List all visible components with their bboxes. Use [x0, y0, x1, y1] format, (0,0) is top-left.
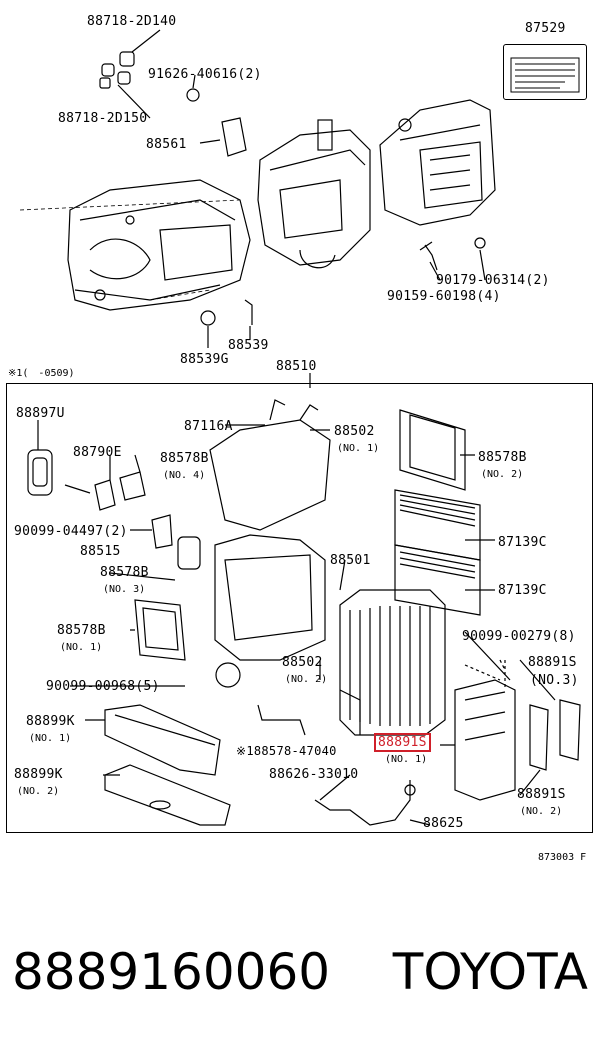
callout-88539G: 88539G [180, 352, 229, 367]
callout-88578B-no1: 88578B [57, 623, 106, 638]
clip-88718-drawing [99, 51, 135, 89]
callout-88891S-no3: 88891S [528, 655, 577, 670]
callout-88578B-no3-suffix: (NO. 3) [103, 584, 146, 595]
callout-88578B-no2: 88578B [478, 450, 527, 465]
duct-88899K-no1-drawing [104, 704, 221, 776]
callout-87139C-upper: 87139C [498, 535, 547, 550]
callout-88578B-no1-suffix: (NO. 1) [60, 642, 103, 653]
callout-88502-no1-suffix: (NO. 1) [337, 443, 380, 454]
part-number-text: 8889160060 [12, 943, 331, 1001]
callout-88578B-no3: 88578B [100, 565, 149, 580]
brand-text: TOYOTA [392, 943, 588, 1001]
filter-87139C-lower-drawing [394, 544, 481, 616]
bracket-88790E-drawing [64, 471, 146, 511]
callout-88625: 88625 [423, 816, 464, 831]
grommet-88561-drawing [221, 117, 247, 157]
callout-88899K-no1: 88899K [26, 714, 75, 729]
callout-90179-06314: 90179-06314(2) [436, 273, 550, 288]
callout-88510: 88510 [276, 359, 317, 374]
callout-88502-no2-suffix: (NO. 2) [285, 674, 328, 685]
heater-case-left-drawing [67, 179, 251, 311]
blower-unit-center-drawing [257, 119, 371, 269]
seal-88897U-drawing [27, 449, 53, 496]
callout-88718-2D140: 88718-2D140 [87, 14, 177, 29]
amplifier-88891S-no3-drawing [559, 699, 581, 761]
callout-88891S-no2-suffix: (NO. 2) [520, 806, 563, 817]
thermistor-88625-drawing [314, 780, 416, 826]
callout-90099-04497: 90099-04497(2) [14, 524, 128, 539]
amplifier-88891S-no1-drawing [454, 679, 516, 801]
callout-88578B-no2-suffix: (NO. 2) [481, 469, 524, 480]
duct-88899K-no2-drawing [104, 764, 231, 826]
callout-87116A: 87116A [184, 419, 233, 434]
callout-88501: 88501 [330, 553, 371, 568]
frame-88578B-no2-drawing [399, 409, 466, 491]
callout-88899K-no2-suffix: (NO. 2) [17, 786, 60, 797]
evaporator-88501-drawing [339, 589, 446, 736]
callout-90159-60198: 90159-60198(4) [387, 289, 501, 304]
case-88502-no1-drawing [209, 399, 331, 531]
callout-88502-no1: 88502 [334, 424, 375, 439]
bolt-b-callout [186, 88, 200, 102]
callout-88578B-no4-suffix: (NO. 4) [163, 470, 206, 481]
blower-housing-right-drawing [379, 99, 496, 226]
callout-90099-00279: 90099-00279(8) [462, 629, 576, 644]
note-date-range: ※1( -0509) [8, 368, 75, 379]
callout-88891S-highlighted[interactable]: 88891S [374, 733, 431, 752]
sensor-88515-drawing [151, 514, 201, 570]
callout-90099-00968: 90099-00968(5) [46, 679, 160, 694]
callout-88578-47040: ※188578-47040 [236, 744, 337, 758]
assembly-88510-frame [6, 383, 593, 833]
label-tag-87529 [503, 44, 587, 100]
callout-88502-no2: 88502 [282, 655, 323, 670]
callout-88578B-no4: 88578B [160, 451, 209, 466]
callout-88891S-no1-suffix: (NO. 1) [385, 754, 428, 765]
amplifier-88891S-no2-drawing [529, 704, 549, 771]
callout-87529: 87529 [525, 21, 566, 36]
callout-88515: 88515 [80, 544, 121, 559]
callout-88899K-no2: 88899K [14, 767, 63, 782]
callout-88899K-no1-suffix: (NO. 1) [29, 733, 72, 744]
callout-88561: 88561 [146, 137, 187, 152]
callout-88718-2D150: 88718-2D150 [58, 111, 148, 126]
hose-88578-47040-drawing [257, 704, 306, 736]
highlight-box-88891S[interactable]: 88891S [374, 733, 431, 752]
drawing-reference-number: 873003 F [538, 852, 587, 863]
callout-88539: 88539 [228, 338, 269, 353]
case-88502-no2-drawing [214, 534, 326, 688]
callout-88790E: 88790E [73, 445, 122, 460]
callout-88891S-no3-suffix: (NO.3) [530, 673, 579, 688]
footer-bar: 8889160060 TOYOTA [0, 940, 600, 1010]
callout-91626-40616: 91626-40616(2) [148, 67, 262, 82]
callout-88897U: 88897U [16, 406, 65, 421]
callout-88626-33010: 88626-33010 [269, 767, 359, 782]
exploded-parts-drawing [19, 29, 581, 826]
frame-88578B-no1-drawing [134, 599, 186, 661]
callout-87139C-lower: 87139C [498, 583, 547, 598]
callout-88891S-no2: 88891S [517, 787, 566, 802]
